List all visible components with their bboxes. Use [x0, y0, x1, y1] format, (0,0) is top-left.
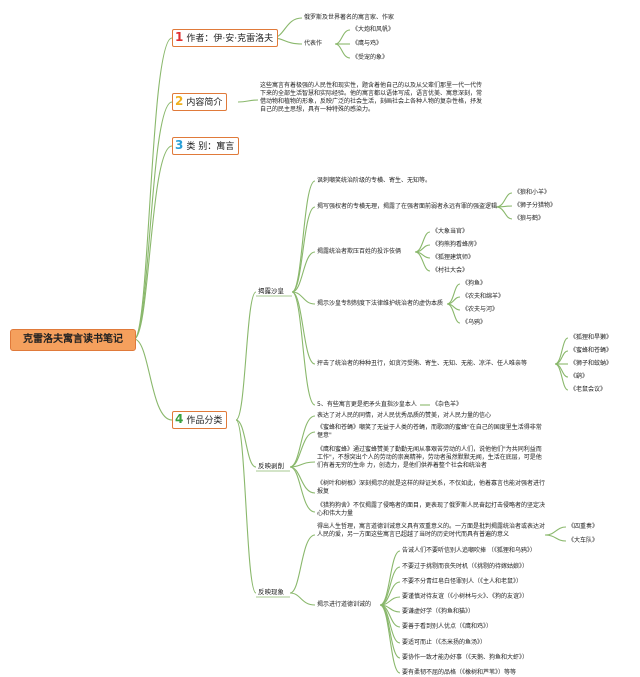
fable-title: 《狼和小羊》 — [514, 189, 551, 196]
section-title: 作品分类 — [186, 416, 223, 426]
fable-title: 《狼与鹤》 — [514, 215, 545, 222]
lesson-item: 不要过于挑剔而丧失时机（《挑剔的待嫁姑娘》） — [402, 563, 529, 570]
reflect-item: 《树叶和树根》深刻揭示的就是这样的辩证关系，不仅如此，他着寡言也能对强者进行报复 — [317, 480, 546, 495]
philosophy-text: 得出人生哲理，寓言道德训诫意义具有双重意义的。一方面是批判揭露统治者或表达对人民… — [317, 523, 546, 538]
fable-title: 《狮子分猎物》 — [514, 202, 557, 209]
fable-title: 《大车队》 — [568, 537, 599, 544]
section-number: 1 — [175, 30, 184, 44]
works-label: 代表作 — [304, 40, 323, 47]
work-item: 《受宠的象》 — [352, 54, 389, 61]
fable-title: 《农夫与河》 — [462, 306, 499, 313]
author-desc: 俄罗斯及世界著名的寓言家、作家 — [304, 14, 395, 21]
fable-title: 《杂色羊》 — [432, 401, 463, 408]
fable-title: 《狐狸和旱獭》 — [570, 334, 613, 341]
reflect-item: 表达了对人民的同情，对人民优秀品质的赞美，对人民力量的信心 — [317, 412, 492, 419]
fable-title: 《大象当官》 — [432, 228, 469, 235]
fable-title: 《老鼠会议》 — [570, 386, 607, 393]
lesson-item: 要谦虚好学（《狗鱼和猫》） — [402, 608, 475, 615]
branch-reflect-phenomena: 反映现象 — [258, 588, 284, 596]
fable-title: 《蜜蜂和苍蝇》 — [570, 347, 613, 354]
lessons-label: 揭示进行道德训诫的 — [317, 601, 372, 608]
fable-title: 《狮子和蚊蚋》 — [570, 360, 613, 367]
lesson-item: 告诫人们不要听信别人追嘲吹捧 （《狐狸和乌鸦》） — [402, 547, 536, 554]
section-title: 类 别：寓言 — [186, 142, 235, 152]
expose-item: 揭写强权者的专横无理，揭露了在强者面前弱者永远有罪的强盗逻辑 — [317, 203, 498, 210]
fable-title: 《狗鱼》 — [462, 280, 487, 287]
expose-item: 讽刺嘲笑统治阶级的专横、寄生、无知等。 — [317, 177, 432, 184]
lesson-item: 要善于看到别人优点（《鹰和鸡》） — [402, 623, 493, 630]
expose-item: 抨击了统治者的种种丑行，如贪污受贿、寄生、无知、无能、凉洋、任人唯亲等 — [317, 360, 528, 367]
work-item: 《鹰与鸡》 — [352, 40, 383, 47]
expose-item: 5、有些寓言更是把矛头直指沙皇本人 — [317, 401, 417, 408]
section-title: 作者：伊·安·克雷洛夫 — [186, 34, 274, 44]
fable-title: 《狗熊狗看蜂房》 — [432, 241, 481, 248]
expose-item: 揭露统治者欺压百姓的投诈伎俩 — [317, 248, 402, 255]
lesson-item: 要适可而止（《杰米扬的鱼汤》） — [402, 639, 487, 646]
branch-expose-tsar: 揭露沙皇 — [258, 287, 284, 295]
expose-item: 揭示沙皇专制制度下法律维护统治者的虚伪本质 — [317, 300, 444, 307]
lesson-item: 不要不分青红皂白怪罪别人（《主人和老鼠》） — [402, 578, 523, 585]
fable-title: 《狐狸建筑师》 — [432, 254, 475, 261]
section-number: 3 — [175, 138, 184, 152]
fable-title: 《农夫和绵羊》 — [462, 293, 505, 300]
branch-reflect-exploitation: 反映剥削 — [258, 462, 284, 470]
reflect-item: 《鹰和蜜蜂》通过蜜蜂赞美了勤勤无闻从事艰苦劳动的人们，说他他们"为共同利益而工作… — [317, 446, 542, 469]
fable-title: 《村社大会》 — [432, 267, 469, 274]
root-node: 克雷洛夫寓言读书笔记 — [10, 329, 136, 351]
lesson-item: 要协作一致才能办好事（《天鹅、狗鱼和大虾》） — [402, 654, 529, 661]
section-number: 4 — [175, 412, 184, 426]
intro-text: 这些寓言有着极强的人民性和现实性，题含着他自己的以及从父辈们那里一代一代传下来的… — [260, 82, 483, 113]
reflect-item: 《猎狗狗舍》不仅揭露了侵略者的面目，更表现了俄罗斯人民奋起打击侵略者的坚定决心和… — [317, 502, 546, 517]
fable-title: 《四重奏》 — [568, 523, 599, 530]
section-title: 内容简介 — [186, 98, 223, 108]
fable-title: 《鹞》 — [570, 373, 589, 380]
fable-title: 《乌鸦》 — [462, 319, 487, 326]
reflect-item: 《蜜蜂和苍蝇》嘲笑了无益于人类的苍蝇，而歌颂的蜜蜂"在自己的国度里生活得非常愜意… — [317, 424, 542, 439]
section-number: 2 — [175, 94, 184, 108]
work-item: 《大炮和风帆》 — [352, 26, 395, 33]
lesson-item: 要有柔韧不屈的品格（《橡树和芦苇》）等等 — [402, 669, 517, 676]
lesson-item: 要谨慎对待友谊（《小树林与火》、《狗的友谊》） — [402, 593, 529, 600]
